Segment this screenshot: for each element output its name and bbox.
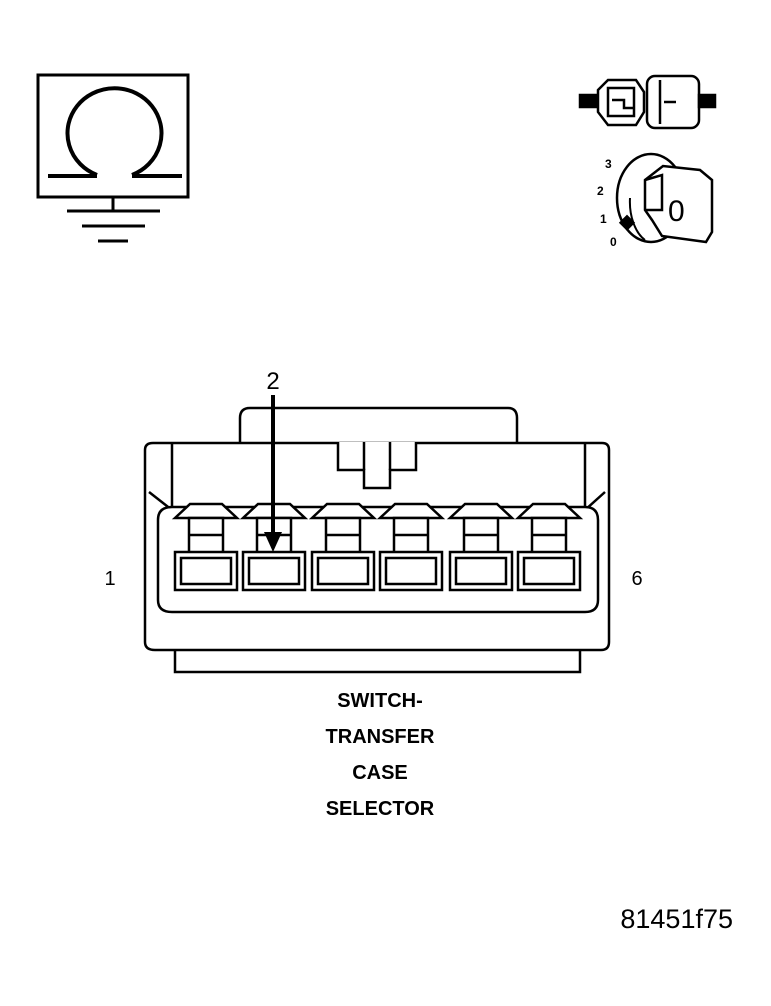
pin-callout-label: 2	[266, 368, 279, 395]
key-position-2: 2	[597, 184, 604, 198]
connector-disconnect-icon	[578, 74, 717, 130]
key-position-1: 1	[600, 212, 607, 226]
terminal-cavity	[446, 502, 516, 592]
figure-id: 81451f75	[620, 904, 733, 934]
pin-callout-arrow	[264, 395, 282, 552]
terminal-cavity	[171, 502, 241, 592]
key-position-3: 3	[605, 157, 612, 171]
terminal-cavity	[239, 502, 309, 592]
caption-line-1: SWITCH-	[337, 690, 423, 712]
terminal-cavities	[171, 502, 584, 592]
key-position-marker	[618, 214, 636, 231]
key-label: 0	[668, 195, 685, 228]
right-pin-label: 6	[631, 568, 642, 590]
key-position-0: 0	[610, 235, 617, 249]
ignition-key-icon	[615, 152, 714, 244]
terminal-cavity	[514, 502, 584, 592]
caption-line-4: SELECTOR	[325, 798, 435, 820]
left-pin-label: 1	[104, 568, 115, 590]
terminal-cavity	[376, 502, 446, 592]
caption-line-2: TRANSFER	[325, 726, 435, 748]
ground-symbol-icon	[67, 209, 160, 243]
ohmmeter-icon	[36, 73, 190, 210]
terminal-cavity	[308, 502, 378, 592]
caption-line-3: CASE	[352, 762, 408, 784]
